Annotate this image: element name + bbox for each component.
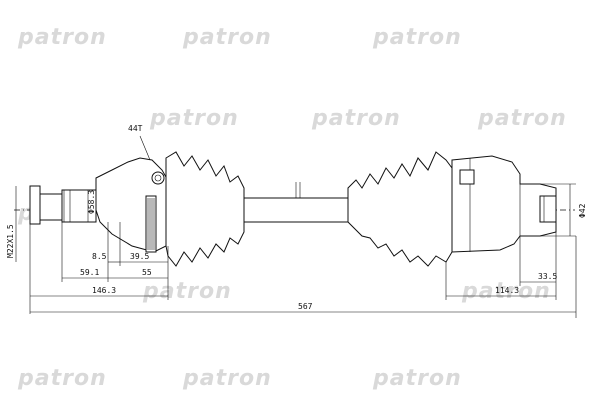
len-59-1-label: 59.1 xyxy=(80,268,99,277)
total-length-label: 567 xyxy=(298,302,313,311)
watermark-text: patron xyxy=(372,25,462,50)
outer-dia-right-dimension: Φ42 xyxy=(540,183,587,237)
inner-cv-joint xyxy=(451,155,557,253)
watermark-text: patron xyxy=(17,366,107,391)
watermark-text: patron xyxy=(372,366,462,391)
watermark-text: patron xyxy=(182,366,272,391)
watermark-text: patron xyxy=(461,279,551,304)
right-boot xyxy=(347,151,453,267)
len-114-3-dimension: 114.3 xyxy=(445,232,557,300)
len-39-5-label: 39.5 xyxy=(130,252,149,261)
len-146-3-label: 146.3 xyxy=(92,286,116,295)
shaft xyxy=(243,182,349,223)
teeth-callout: 44T xyxy=(128,124,151,161)
len-146-3-dimension: 146.3 xyxy=(29,224,169,314)
watermark-text: patron xyxy=(182,25,272,50)
left-boot xyxy=(165,151,245,267)
outer-dia-right-label: Φ42 xyxy=(578,203,587,218)
len-8-5-label: 8.5 xyxy=(92,252,107,261)
watermark-text: patron xyxy=(149,106,239,131)
len-39-5-dimension: 39.5 xyxy=(119,222,169,266)
watermark-text: patron xyxy=(17,25,107,50)
outer-cv-joint xyxy=(95,157,173,253)
watermark-text: patron xyxy=(311,106,401,131)
total-length-dimension: 567 xyxy=(30,236,577,318)
teeth-label: 44T xyxy=(128,124,143,133)
len-8-5-dimension: 8.5 xyxy=(92,222,120,266)
thread-dimension: M22X1.5 xyxy=(6,186,17,262)
watermark-text: patron xyxy=(477,106,567,131)
len-33-5-label: 33.5 xyxy=(538,272,557,281)
len-33-5-dimension: 33.5 xyxy=(519,236,557,286)
left-threaded-stub xyxy=(29,185,97,225)
len-55-label: 55 xyxy=(142,268,152,277)
len-114-3-label: 114.3 xyxy=(495,286,519,295)
len-59-1-dimension: 59.1 xyxy=(61,220,108,282)
len-55-dimension: 55 xyxy=(107,266,169,282)
outer-dia-left-label: Φ58.3 xyxy=(87,190,96,214)
outer-dia-left-dimension: Φ58.3 xyxy=(87,190,96,214)
watermark-text: patron xyxy=(142,279,232,304)
thread-label: M22X1.5 xyxy=(6,224,15,258)
